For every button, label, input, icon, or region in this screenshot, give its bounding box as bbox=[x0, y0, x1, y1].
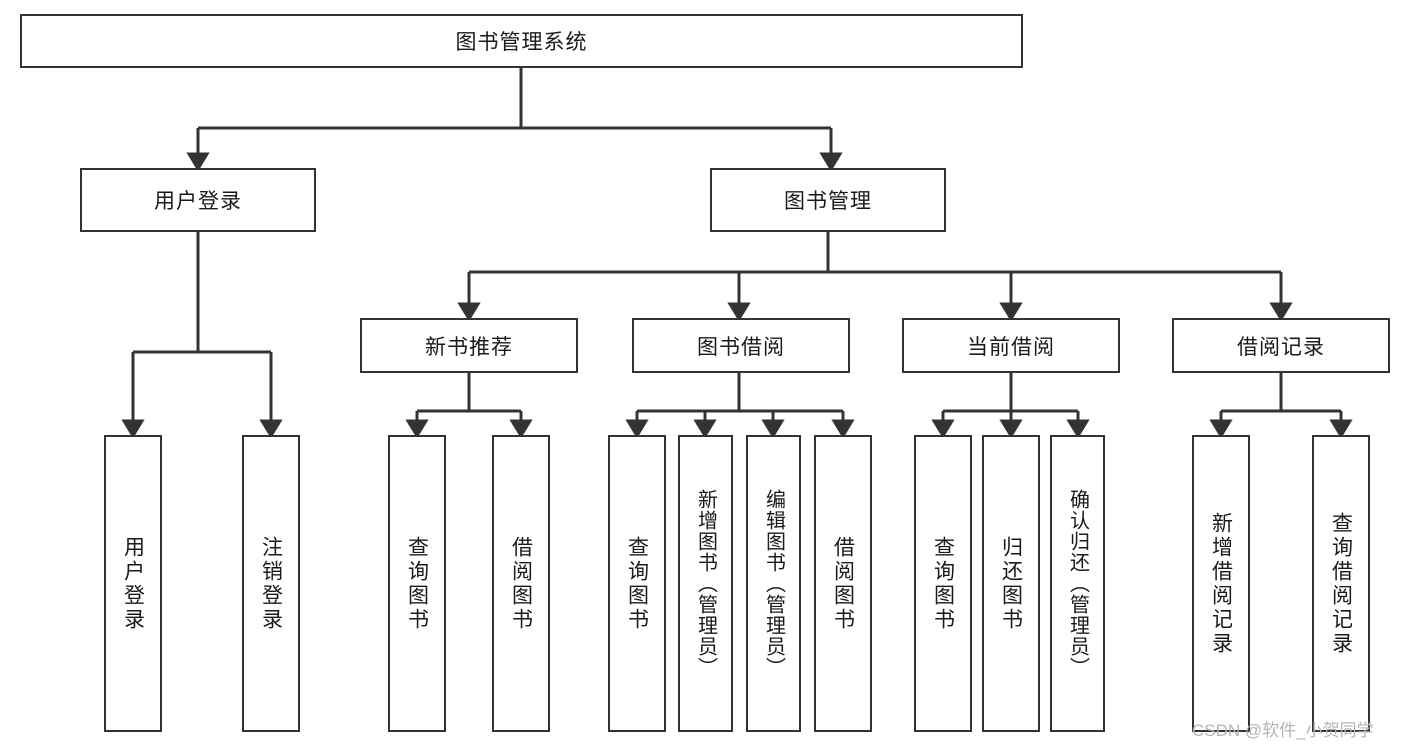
node-new-book-recommend-label: 新书推荐 bbox=[425, 335, 513, 359]
leaf-query-book-1[interactable]: 查询图书 bbox=[388, 435, 446, 732]
node-borrow-record-label: 借阅记录 bbox=[1237, 335, 1325, 359]
leaf-query-book-3-label: 查询图书 bbox=[931, 535, 955, 632]
node-current-borrow[interactable]: 当前借阅 bbox=[902, 318, 1120, 373]
node-book-management[interactable]: 图书管理 bbox=[710, 168, 946, 232]
leaf-query-record-label: 查询借阅记录 bbox=[1329, 511, 1353, 656]
node-user-login[interactable]: 用户登录 bbox=[80, 168, 316, 232]
leaf-query-book-3[interactable]: 查询图书 bbox=[914, 435, 972, 732]
leaf-query-record[interactable]: 查询借阅记录 bbox=[1312, 435, 1370, 732]
leaf-edit-book[interactable]: 编辑图书（管理员） bbox=[746, 435, 801, 732]
leaf-add-book-label: 新增图书（管理员） bbox=[694, 489, 717, 678]
node-root-label: 图书管理系统 bbox=[455, 31, 588, 54]
leaf-user-logout[interactable]: 注销登录 bbox=[242, 435, 300, 732]
leaf-borrow-book-2-label: 借阅图书 bbox=[831, 535, 855, 632]
leaf-confirm-return-label: 确认归还（管理员） bbox=[1066, 489, 1089, 678]
leaf-add-record-label: 新增借阅记录 bbox=[1209, 511, 1233, 656]
leaf-add-record[interactable]: 新增借阅记录 bbox=[1192, 435, 1250, 732]
leaf-borrow-book-1-label: 借阅图书 bbox=[509, 535, 533, 632]
node-new-book-recommend[interactable]: 新书推荐 bbox=[360, 318, 578, 373]
node-user-login-label: 用户登录 bbox=[154, 190, 242, 213]
node-borrow-record[interactable]: 借阅记录 bbox=[1172, 318, 1390, 373]
node-book-borrow-label: 图书借阅 bbox=[697, 335, 785, 359]
node-current-borrow-label: 当前借阅 bbox=[967, 335, 1055, 359]
node-book-borrow[interactable]: 图书借阅 bbox=[632, 318, 850, 373]
leaf-query-book-2-label: 查询图书 bbox=[625, 535, 649, 632]
node-root[interactable]: 图书管理系统 bbox=[20, 14, 1023, 68]
leaf-user-login[interactable]: 用户登录 bbox=[104, 435, 162, 732]
leaf-borrow-book-2[interactable]: 借阅图书 bbox=[814, 435, 872, 732]
leaf-user-logout-label: 注销登录 bbox=[259, 535, 283, 632]
leaf-edit-book-label: 编辑图书（管理员） bbox=[762, 489, 785, 678]
leaf-query-book-1-label: 查询图书 bbox=[405, 535, 429, 632]
leaf-return-book[interactable]: 归还图书 bbox=[982, 435, 1040, 732]
watermark: CSDN @软件_小贺同学 bbox=[1192, 721, 1374, 740]
leaf-user-login-label: 用户登录 bbox=[121, 535, 145, 632]
node-book-management-label: 图书管理 bbox=[784, 190, 872, 213]
leaf-query-book-2[interactable]: 查询图书 bbox=[608, 435, 666, 732]
leaf-confirm-return[interactable]: 确认归还（管理员） bbox=[1050, 435, 1105, 732]
leaf-borrow-book-1[interactable]: 借阅图书 bbox=[492, 435, 550, 732]
leaf-add-book[interactable]: 新增图书（管理员） bbox=[678, 435, 733, 732]
leaf-return-book-label: 归还图书 bbox=[999, 535, 1023, 632]
